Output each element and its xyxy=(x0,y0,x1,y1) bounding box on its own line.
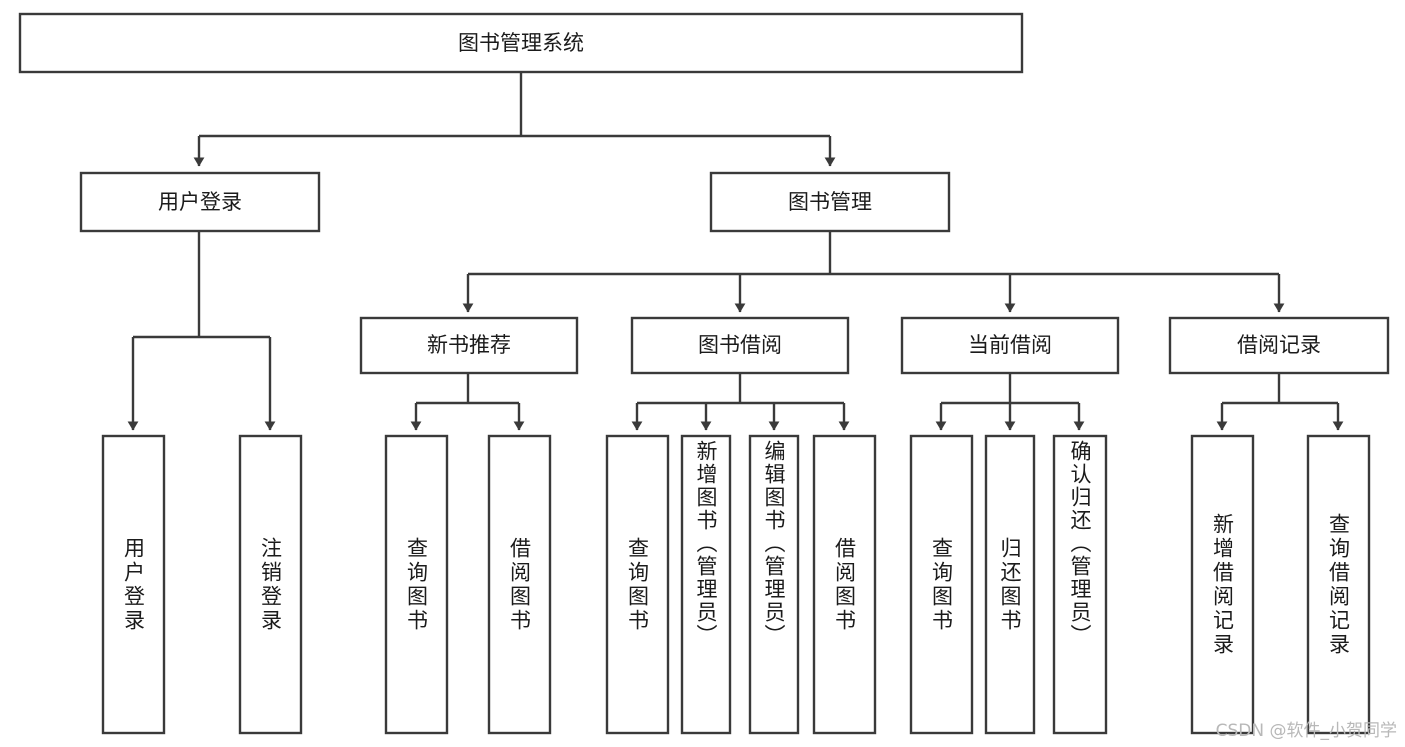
leaf-add-book[interactable]: 新增图书（管理员） xyxy=(682,440,730,729)
node-book-management[interactable]: 图书管理 xyxy=(709,171,951,233)
node-borrow-record[interactable]: 借阅记录 xyxy=(1168,316,1390,375)
leaf-user-login[interactable]: 用户登录 xyxy=(103,436,164,733)
node-new-book-recommend-box[interactable] xyxy=(359,316,579,375)
leaf-add-book-box[interactable] xyxy=(680,434,732,735)
node-root-box[interactable] xyxy=(18,12,1024,74)
csdn-watermark: CSDN @软件_小贺同学 xyxy=(1215,721,1397,741)
leaf-query-book-2-label: 查询图书 xyxy=(625,536,650,633)
connector-user-login-children xyxy=(127,231,276,431)
node-current-borrow-box[interactable] xyxy=(900,316,1120,375)
leaf-borrow-book-2-label: 借阅图书 xyxy=(832,536,857,633)
leaf-query-record-box[interactable] xyxy=(1306,434,1371,735)
leaf-confirm-return[interactable]: 确认归还（管理员） xyxy=(1054,440,1106,729)
node-root-label: 图书管理系统 xyxy=(458,31,584,55)
leaf-logout-login-label: 注销登录 xyxy=(258,536,283,633)
connector-new-book-recommend-children xyxy=(410,373,525,431)
leaf-query-book-3-label: 查询图书 xyxy=(929,536,954,633)
leaf-borrow-book-2-box[interactable] xyxy=(812,434,877,735)
leaf-borrow-book-1[interactable]: 借阅图书 xyxy=(489,436,550,733)
leaf-return-book-box[interactable] xyxy=(984,434,1036,735)
leaf-query-record-label: 查询借阅记录 xyxy=(1326,512,1351,657)
leaf-edit-book-box[interactable] xyxy=(748,434,800,735)
node-new-book-recommend-label: 新书推荐 xyxy=(427,333,511,357)
leaf-borrow-book-2[interactable]: 借阅图书 xyxy=(814,436,875,733)
leaf-query-book-2[interactable]: 查询图书 xyxy=(607,436,668,733)
node-borrow-record-label: 借阅记录 xyxy=(1237,333,1321,357)
node-book-borrow[interactable]: 图书借阅 xyxy=(630,316,850,375)
leaf-return-book[interactable]: 归还图书 xyxy=(986,436,1034,733)
node-root[interactable]: 图书管理系统 xyxy=(18,12,1024,74)
connector-current-borrow-children xyxy=(935,373,1085,431)
leaf-borrow-book-1-box[interactable] xyxy=(487,434,552,735)
leaf-logout-login-box[interactable] xyxy=(238,434,303,735)
leaf-add-book-label: 新增图书（管理员） xyxy=(694,440,718,647)
leaf-query-record[interactable]: 查询借阅记录 xyxy=(1308,436,1369,733)
node-book-management-box[interactable] xyxy=(709,171,951,233)
leaf-add-record-label: 新增借阅记录 xyxy=(1210,512,1235,657)
leaf-add-record-box[interactable] xyxy=(1190,434,1255,735)
node-book-management-label: 图书管理 xyxy=(788,190,872,214)
node-user-login-box[interactable] xyxy=(79,171,321,233)
node-book-borrow-label: 图书借阅 xyxy=(698,333,782,357)
connector-borrow-record-children xyxy=(1216,373,1344,431)
leaf-edit-book[interactable]: 编辑图书（管理员） xyxy=(750,440,798,729)
leaf-query-book-1[interactable]: 查询图书 xyxy=(386,436,447,733)
node-current-borrow[interactable]: 当前借阅 xyxy=(900,316,1120,375)
node-user-login-label: 用户登录 xyxy=(158,190,242,214)
node-user-login[interactable]: 用户登录 xyxy=(79,171,321,233)
connector-book-borrow-children xyxy=(631,373,850,431)
leaf-query-book-2-box[interactable] xyxy=(605,434,670,735)
node-borrow-record-box[interactable] xyxy=(1168,316,1390,375)
leaf-edit-book-label: 编辑图书（管理员） xyxy=(762,440,786,647)
leaf-user-login-box[interactable] xyxy=(101,434,166,735)
leaf-return-book-label: 归还图书 xyxy=(998,536,1022,633)
leaf-query-book-1-box[interactable] xyxy=(384,434,449,735)
connector-book-management-children xyxy=(462,231,1285,313)
leaf-borrow-book-1-label: 借阅图书 xyxy=(507,536,532,633)
leaf-confirm-return-box[interactable] xyxy=(1052,434,1108,735)
leaf-confirm-return-label: 确认归还（管理员） xyxy=(1068,440,1092,647)
node-book-borrow-box[interactable] xyxy=(630,316,850,375)
leaf-add-record[interactable]: 新增借阅记录 xyxy=(1192,436,1253,733)
node-current-borrow-label: 当前借阅 xyxy=(968,333,1052,357)
leaf-query-book-1-label: 查询图书 xyxy=(404,536,429,633)
connector-root-to-level2 xyxy=(193,72,836,167)
node-new-book-recommend[interactable]: 新书推荐 xyxy=(359,316,579,375)
leaf-query-book-3[interactable]: 查询图书 xyxy=(911,436,972,733)
leaf-user-login-label: 用户登录 xyxy=(121,536,146,633)
leaf-logout-login[interactable]: 注销登录 xyxy=(240,436,301,733)
leaf-query-book-3-box[interactable] xyxy=(909,434,974,735)
